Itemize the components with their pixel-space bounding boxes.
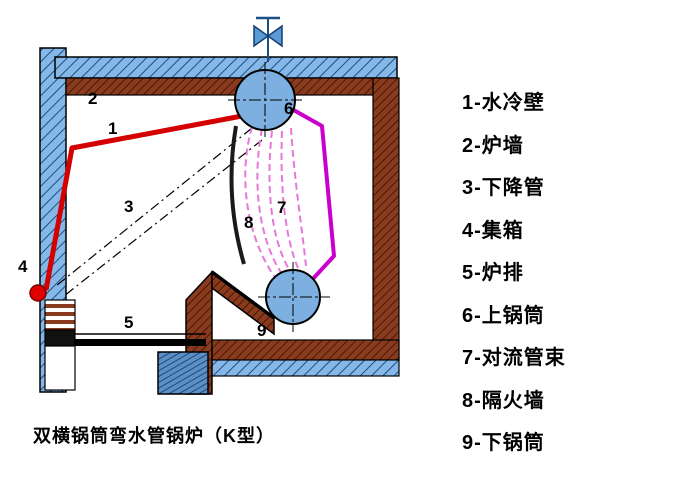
header-circle	[29, 284, 47, 302]
grate-drive-block	[157, 351, 209, 395]
front-arch-block	[44, 329, 76, 347]
bundle-boundary-tube	[289, 106, 336, 284]
valve-icon	[266, 24, 283, 48]
convection-tube	[256, 128, 283, 275]
legend-item-5: 5-炉排	[462, 262, 524, 284]
fire-partition-wall	[229, 125, 246, 265]
legend: 1-水冷壁 2-炉墙 3-下降管 4-集箱 5-炉排 6-上锅筒 7-对流管束 …	[462, 86, 566, 469]
furnace-wall-right	[372, 77, 400, 361]
top-casing	[54, 56, 398, 79]
valve-icon	[253, 24, 270, 48]
convection-tube	[268, 130, 291, 272]
legend-item-7: 7-对流管束	[462, 347, 566, 369]
diagonal-wall-edge	[210, 270, 276, 320]
diagram-label-3: 3	[124, 197, 133, 216]
bottom-casing	[209, 359, 400, 377]
legend-item-6: 6-上锅筒	[462, 304, 545, 327]
diagram-label-8: 8	[244, 213, 253, 232]
convection-tube	[280, 130, 299, 269]
diagram-label-7: 7	[277, 198, 286, 217]
convection-tube	[290, 127, 307, 267]
legend-item-1: 1-水冷壁	[462, 92, 545, 114]
legend-item-8: 8-隔火墙	[462, 389, 545, 412]
legend-item-2: 2-炉墙	[462, 134, 524, 157]
diagram-label-1: 1	[108, 119, 117, 138]
downcomer-line	[63, 139, 263, 297]
legend-item-4: 4-集箱	[462, 219, 524, 242]
ash-pit	[44, 345, 76, 391]
legend-item-9: 9-下锅筒	[462, 432, 545, 454]
diagram-label-4: 4	[18, 257, 28, 276]
water-wall-tube	[43, 113, 243, 291]
diagram-label-6: 6	[284, 99, 293, 118]
boiler-cross-section: 1 2 3 4 5 6 7 8 9	[18, 16, 400, 395]
diagram-label-9: 9	[257, 321, 266, 340]
diagram-label-2: 2	[88, 89, 97, 108]
downcomer-line	[55, 127, 253, 287]
diagram-label-5: 5	[124, 313, 133, 332]
furnace-wall-bottom	[209, 339, 400, 361]
insulation-layers	[44, 299, 76, 331]
grate	[74, 339, 206, 346]
furnace-wall-top-lining	[65, 77, 374, 96]
legend-item-3: 3-下降管	[462, 177, 545, 199]
caption: 双横锅筒弯水管锅炉（K型）	[33, 426, 275, 446]
convection-tube	[244, 126, 275, 277]
